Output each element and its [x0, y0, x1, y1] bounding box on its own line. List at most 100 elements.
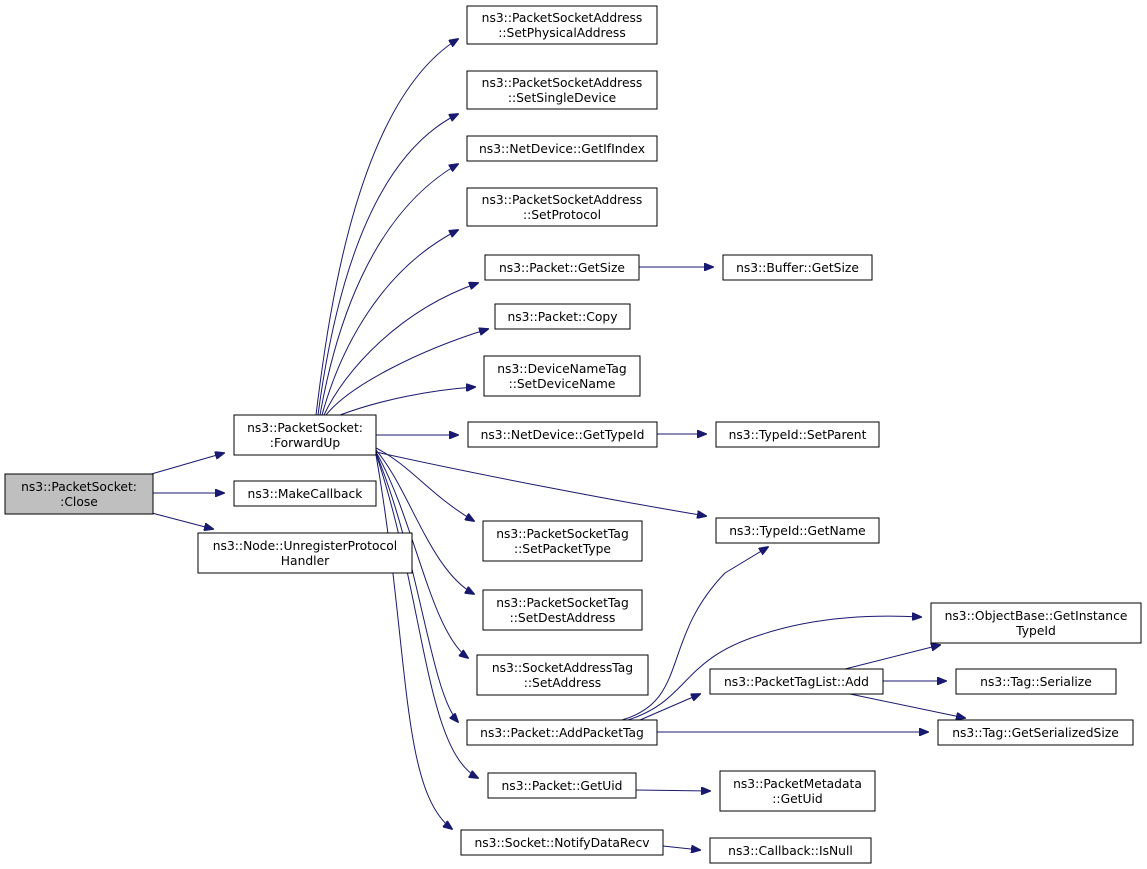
edge-forwardup-to-setpkttype — [375, 447, 474, 521]
node-metagetuid[interactable]: ns3::PacketMetadata::GetUid — [719, 770, 876, 812]
node-box — [466, 135, 658, 162]
node-box — [715, 421, 880, 448]
edge-addpackettag-to-getname — [621, 547, 768, 721]
node-pktcopy[interactable]: ns3::Packet::Copy — [494, 303, 631, 330]
node-label: ::SetProtocol — [523, 208, 601, 222]
node-label: ns3::NetDevice::GetTypeId — [481, 428, 645, 442]
call-nodes: ns3::PacketSocket::Closens3::PacketSocke… — [4, 5, 1142, 864]
node-setparent[interactable]: ns3::TypeId::SetParent — [715, 421, 880, 448]
edge-forwardup-to-addpackettag — [375, 452, 458, 722]
edge-forwardup-to-notifyrecv — [375, 454, 452, 829]
node-label: ::SetDestAddress — [510, 611, 616, 625]
node-label: ns3::PacketMetadata — [733, 777, 862, 791]
edge-addpackettag-to-getinsttypeid — [627, 616, 921, 721]
node-label: ns3::ObjectBase::GetInstance — [945, 609, 1128, 623]
node-tagserialize[interactable]: ns3::Tag::Serialize — [955, 668, 1117, 695]
node-label: ns3::Packet::GetUid — [502, 779, 623, 793]
node-label: ::SetPacketType — [514, 542, 611, 556]
node-setphys[interactable]: ns3::PacketSocketAddress::SetPhysicalAdd… — [466, 5, 658, 45]
node-getname[interactable]: ns3::TypeId::GetName — [715, 517, 880, 544]
node-getifindex[interactable]: ns3::NetDevice::GetIfIndex — [466, 135, 658, 162]
node-bufgetsize[interactable]: ns3::Buffer::GetSize — [722, 254, 873, 281]
edge-forwardup-to-setsingle — [317, 114, 458, 416]
edge-forwardup-to-setdevname — [339, 387, 475, 416]
node-label: ns3::PacketTagList::Add — [724, 675, 869, 689]
node-box — [709, 668, 884, 695]
node-label: ::SetAddress — [524, 676, 601, 690]
node-label: ::SetPhysicalAddress — [498, 26, 625, 40]
node-pktgetuid[interactable]: ns3::Packet::GetUid — [487, 772, 637, 799]
node-label: ns3::PacketSocketTag — [496, 596, 629, 610]
node-label: :Close — [60, 495, 98, 509]
edge-forwardup-to-pktgetsize — [323, 283, 478, 416]
node-netgettypeid[interactable]: ns3::NetDevice::GetTypeId — [467, 421, 658, 448]
node-box — [484, 254, 640, 281]
node-label: ns3::PacketSocketAddress — [482, 11, 643, 25]
node-label: ns3::PacketSocketAddress — [482, 193, 643, 207]
node-box — [937, 719, 1134, 746]
edge-forwardup-to-setdestaddr — [375, 449, 474, 594]
node-box — [483, 355, 641, 397]
node-setprotocol[interactable]: ns3::PacketSocketAddress::SetProtocol — [466, 187, 658, 227]
node-setdestaddr[interactable]: ns3::PacketSocketTag::SetDestAddress — [482, 589, 643, 631]
edge-close-to-unregister — [147, 511, 213, 529]
edge-forwardup-to-setphys — [315, 39, 458, 416]
node-pktgetsize[interactable]: ns3::Packet::GetSize — [484, 254, 640, 281]
node-box — [467, 421, 658, 448]
node-label: ::SetSingleDevice — [508, 91, 616, 105]
edge-ptladd-to-getinsttypeid — [844, 645, 940, 670]
call-edges — [147, 39, 965, 850]
node-label: ns3::Packet::AddPacketTag — [480, 726, 644, 740]
node-label: TypeId — [1015, 624, 1056, 638]
node-box — [233, 480, 377, 507]
node-box — [466, 5, 658, 45]
node-label: ns3::PacketSocketTag — [496, 527, 629, 541]
node-label: ns3::PacketSocket: — [21, 480, 137, 494]
node-makecallback[interactable]: ns3::MakeCallback — [233, 480, 377, 507]
node-box — [466, 70, 658, 110]
node-label: ns3::Packet::GetSize — [499, 261, 625, 275]
node-label: ns3::TypeId::GetName — [729, 524, 865, 538]
node-notifyrecv[interactable]: ns3::Socket::NotifyDataRecv — [460, 829, 664, 856]
node-label: ns3::Tag::GetSerializedSize — [952, 726, 1119, 740]
node-box — [4, 473, 154, 515]
node-setdevname[interactable]: ns3::DeviceNameTag::SetDeviceName — [483, 355, 641, 397]
node-box — [494, 303, 631, 330]
node-label: ns3::Packet::Copy — [507, 310, 617, 324]
edge-ptladd-to-getserialsize — [849, 693, 965, 718]
edge-forwardup-to-getname — [375, 451, 706, 516]
node-addpackettag[interactable]: ns3::Packet::AddPacketTag — [466, 719, 658, 746]
node-box — [460, 829, 664, 856]
node-label: ::GetUid — [772, 792, 822, 806]
node-box — [482, 589, 643, 631]
node-box — [955, 668, 1117, 695]
node-box — [466, 719, 658, 746]
node-setpkttype[interactable]: ns3::PacketSocketTag::SetPacketType — [482, 520, 643, 562]
node-box — [715, 517, 880, 544]
edge-forwardup-to-setprotocol — [321, 230, 458, 416]
edge-forwardup-to-setaddress — [375, 451, 468, 658]
node-label: :ForwardUp — [270, 436, 341, 450]
edge-addpackettag-to-ptladd — [639, 694, 700, 721]
node-label: ns3::Node::UnregisterProtocol — [213, 539, 397, 553]
node-isnull[interactable]: ns3::Callback::IsNull — [709, 837, 872, 864]
node-setsingle[interactable]: ns3::PacketSocketAddress::SetSingleDevic… — [466, 70, 658, 110]
node-getserialsize[interactable]: ns3::Tag::GetSerializedSize — [937, 719, 1134, 746]
node-label: ns3::MakeCallback — [248, 487, 364, 501]
node-setaddress[interactable]: ns3::SocketAddressTag::SetAddress — [476, 654, 649, 696]
node-box — [709, 837, 872, 864]
node-label: ns3::DeviceNameTag — [497, 362, 626, 376]
node-forwardup[interactable]: ns3::PacketSocket::ForwardUp — [233, 414, 377, 456]
node-ptladd[interactable]: ns3::PacketTagList::Add — [709, 668, 884, 695]
node-label: ::SetDeviceName — [509, 377, 616, 391]
node-box — [233, 414, 377, 456]
node-box — [466, 187, 658, 227]
edge-forwardup-to-pktcopy — [325, 329, 488, 416]
node-label: ns3::Callback::IsNull — [728, 844, 853, 858]
node-label: ns3::SocketAddressTag — [492, 661, 633, 675]
node-label: ns3::PacketSocketAddress — [482, 76, 643, 90]
node-close[interactable]: ns3::PacketSocket::Close — [4, 473, 154, 515]
